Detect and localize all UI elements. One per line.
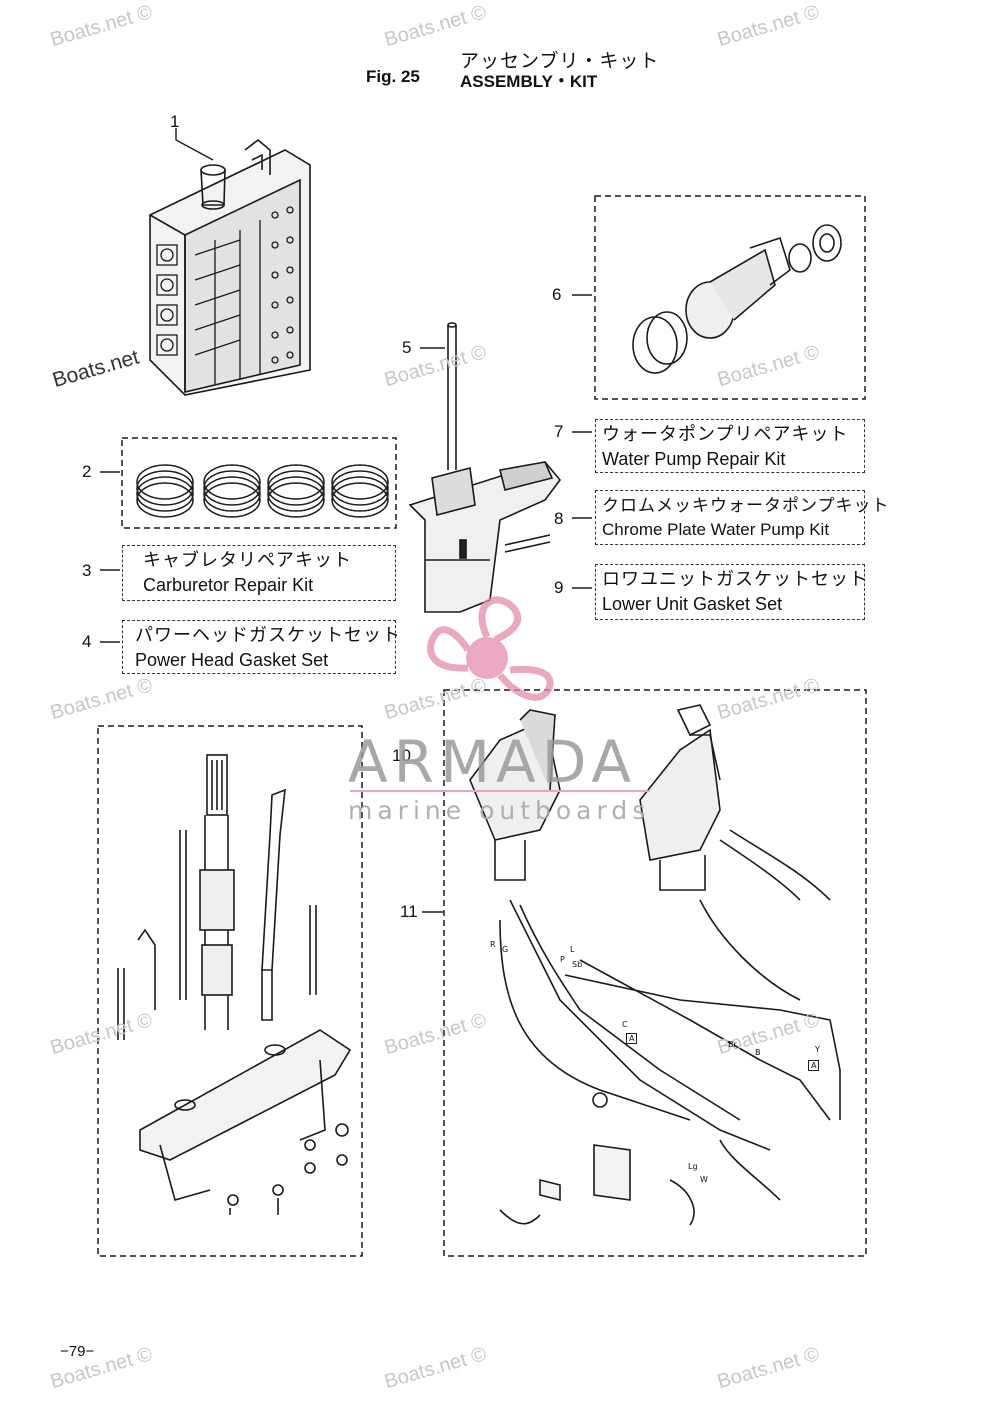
kit-power-head-gasket: パワーヘッドガスケットセット Power Head Gasket Set bbox=[122, 620, 401, 674]
kit-name-en: Chrome Plate Water Pump Kit bbox=[602, 520, 830, 539]
page-number: −79− bbox=[60, 1343, 95, 1360]
armada-logo-rule bbox=[350, 790, 650, 792]
callout-2: 2 bbox=[82, 462, 92, 481]
callout-4: 4 bbox=[82, 632, 92, 651]
wire-label: B bbox=[755, 1048, 761, 1057]
lower-unit-illustration bbox=[408, 322, 562, 613]
kit-name-en: Power Head Gasket Set bbox=[135, 650, 329, 670]
callout-5: 5 bbox=[402, 338, 412, 357]
kit-lower-unit-gasket: ロワユニットガスケットセット Lower Unit Gasket Set bbox=[595, 564, 868, 620]
title-english: ASSEMBLY・KIT bbox=[460, 72, 598, 91]
power-head-illustration bbox=[149, 138, 311, 396]
kit-name-en: Water Pump Repair Kit bbox=[602, 449, 786, 469]
kit-name-jp: ロワユニットガスケットセット bbox=[602, 569, 868, 590]
wire-label: W bbox=[700, 1175, 708, 1184]
callout-8: 8 bbox=[554, 509, 564, 528]
wire-label: Lg bbox=[688, 1162, 698, 1171]
wire-label: P bbox=[560, 955, 565, 964]
title-japanese: アッセンブリ・キット bbox=[460, 50, 660, 72]
callout-3: 3 bbox=[82, 561, 92, 580]
driveshaft-assembly-illustration bbox=[117, 754, 352, 1215]
armada-logo-text: ARMADA bbox=[348, 728, 638, 796]
callout-9: 9 bbox=[554, 578, 564, 597]
wire-label: Br bbox=[728, 1040, 737, 1049]
kit-name-jp: クロムメッキウォータポンプキット bbox=[602, 496, 890, 516]
kit-name-jp: ウォータポンプリペアキット bbox=[602, 424, 849, 445]
kit-name-en: Carburetor Repair Kit bbox=[143, 575, 314, 595]
kit-chrome-plate-water-pump: クロムメッキウォータポンプキット Chrome Plate Water Pump… bbox=[595, 490, 890, 545]
wire-label-box: A bbox=[808, 1060, 820, 1071]
kit-water-pump-repair: ウォータポンプリペアキット Water Pump Repair Kit bbox=[595, 419, 865, 473]
kit-name-jp: パワーヘッドガスケットセット bbox=[135, 625, 401, 646]
kit-name-jp: キャブレタリペアキット bbox=[143, 550, 352, 571]
water-pump-illustration bbox=[632, 224, 842, 374]
armada-logo-tagline: marine outboards bbox=[348, 796, 651, 825]
callout-7: 7 bbox=[554, 422, 564, 441]
callout-1: 1 bbox=[170, 112, 180, 131]
kit-name-en: Lower Unit Gasket Set bbox=[602, 594, 783, 614]
wire-label: C bbox=[622, 1020, 628, 1029]
wire-label: Y bbox=[815, 1045, 820, 1054]
callout-6: 6 bbox=[552, 285, 562, 304]
callout-10: 10 bbox=[392, 746, 411, 765]
kit-carburetor-repair: キャブレタリペアキット Carburetor Repair Kit bbox=[122, 545, 396, 601]
figure-number: Fig. 25 bbox=[366, 67, 420, 86]
armada-propeller-logo bbox=[427, 596, 554, 701]
wire-label: Sb bbox=[572, 960, 583, 969]
wire-label-box: A bbox=[626, 1033, 638, 1044]
remote-control-illustration bbox=[469, 704, 841, 1226]
piston-rings-illustration bbox=[136, 464, 389, 518]
wire-label: R bbox=[490, 940, 496, 949]
wire-label: G bbox=[502, 945, 509, 954]
wire-label: L bbox=[570, 945, 575, 954]
callout-11: 11 bbox=[400, 902, 418, 921]
